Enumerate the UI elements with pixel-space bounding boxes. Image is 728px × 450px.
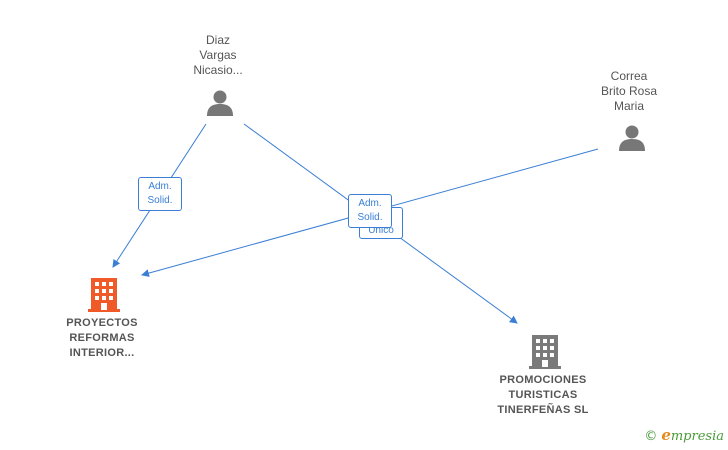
company-name-line: TURISTICAS bbox=[508, 389, 578, 401]
relation-badge-diaz-promociones[interactable]: Adm. Solid. bbox=[348, 194, 392, 228]
person-name-line: Vargas bbox=[199, 48, 237, 62]
brand-logo-initial: e bbox=[661, 426, 671, 444]
copyright-symbol: © bbox=[644, 429, 658, 444]
person-name-diaz[interactable]: Diaz Vargas Nicasio... bbox=[168, 33, 268, 78]
company-name-proyectos[interactable]: PROYECTOS REFORMAS INTERIOR... bbox=[42, 316, 162, 361]
person-name-line: Brito Rosa bbox=[600, 84, 658, 98]
person-icon[interactable] bbox=[617, 123, 647, 153]
company-name-line: INTERIOR... bbox=[69, 347, 135, 359]
company-name-line: REFORMAS bbox=[69, 332, 135, 344]
person-name-line: Maria bbox=[613, 99, 644, 113]
company-name-line: TINERFEÑAS SL bbox=[497, 404, 589, 416]
person-name-line: Correa bbox=[610, 69, 648, 83]
relation-role-line: Solid. bbox=[147, 195, 173, 206]
person-name-correa[interactable]: Correa Brito Rosa Maria bbox=[579, 69, 679, 114]
person-name-line: Diaz bbox=[205, 33, 230, 47]
relation-role-line: Adm. bbox=[148, 181, 172, 192]
company-name-promociones[interactable]: PROMOCIONES TURISTICAS TINERFEÑAS SL bbox=[478, 373, 608, 418]
company-name-line: PROYECTOS bbox=[66, 317, 138, 329]
company-name-line: PROMOCIONES bbox=[499, 374, 587, 386]
relation-role-line: Solid. bbox=[357, 212, 383, 223]
person-name-line: Nicasio... bbox=[193, 63, 243, 77]
relation-badge-diaz-proyectos[interactable]: Adm. Solid. bbox=[138, 177, 182, 211]
empresia-watermark: ©empresia bbox=[644, 426, 724, 444]
relation-role-line: Unico bbox=[368, 225, 394, 236]
person-icon[interactable] bbox=[205, 88, 235, 118]
brand-logo-text: mpresia bbox=[670, 429, 724, 444]
relation-role-line: Adm. bbox=[358, 198, 382, 209]
building-icon[interactable] bbox=[529, 333, 561, 369]
building-icon[interactable] bbox=[88, 276, 120, 312]
